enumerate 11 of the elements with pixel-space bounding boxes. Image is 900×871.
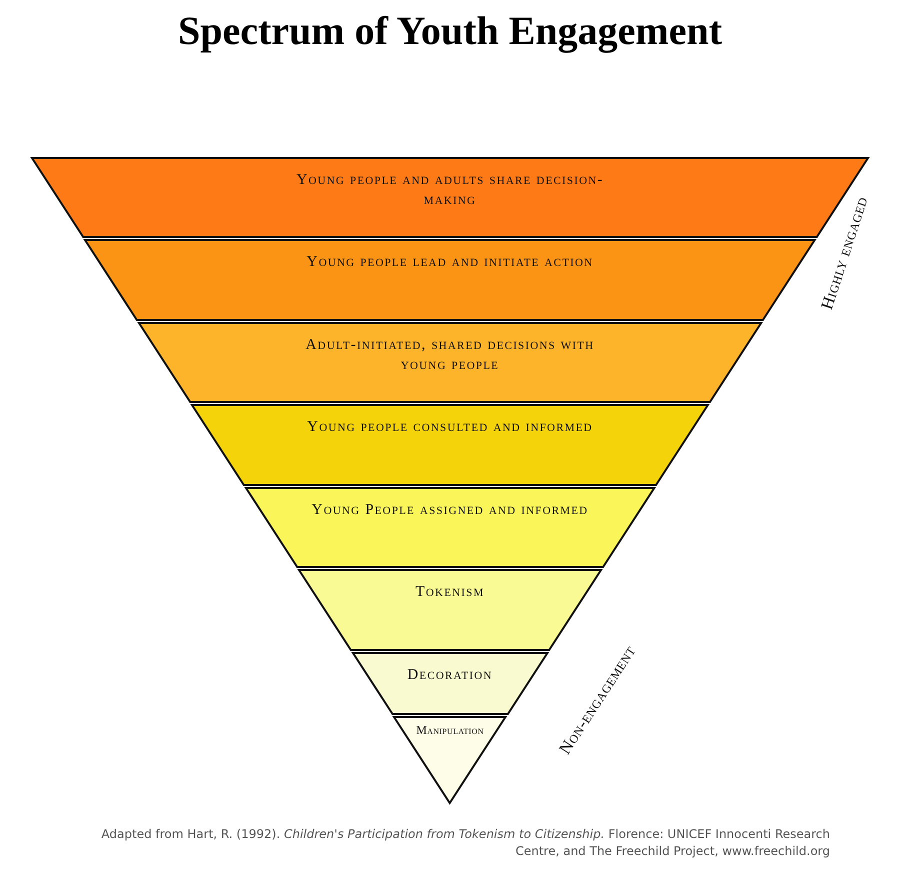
band-label: Young people lead and initiate action xyxy=(306,253,594,272)
band-label: Young people and adults share decision-making xyxy=(295,171,605,210)
band-label: Young people consulted and informed xyxy=(306,418,594,437)
diagram-title: Spectrum of Youth Engagement xyxy=(176,8,724,54)
source-caption: Adapted from Hart, R. (1992). Children's Participation from Tokenism to Citizenship. Florence: UNICEF Innocenti Research Centre, and The Freechild Project, www.freechild.org xyxy=(100,826,830,860)
band-label: Adult-initiated, shared decisions with young people xyxy=(304,336,596,375)
band-label: Decoration xyxy=(406,666,494,685)
band-label: Young People assigned and informed xyxy=(310,501,590,520)
side-label: Highly engaged xyxy=(817,194,872,312)
band-label: Manipulation xyxy=(415,722,485,739)
band-label: Tokenism xyxy=(414,583,486,602)
